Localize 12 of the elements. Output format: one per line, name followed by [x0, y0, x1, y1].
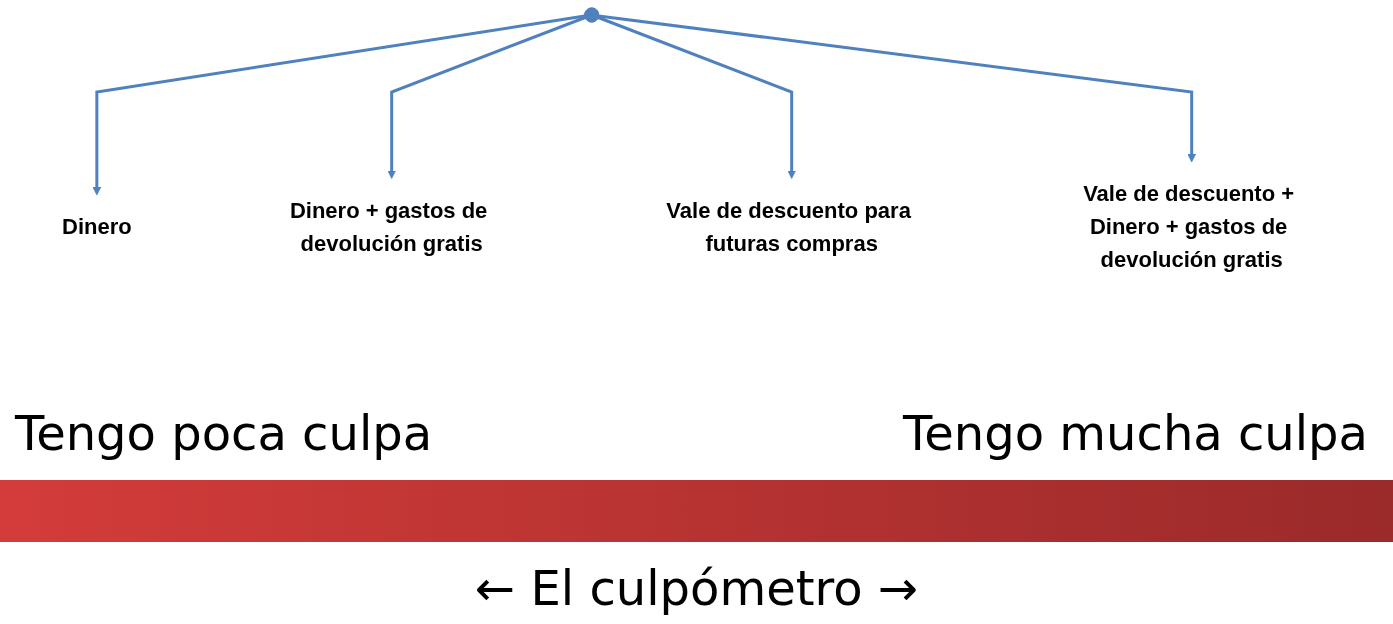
arrow — [386, 16, 586, 179]
node-text: Vale de descuento para futuras compras — [666, 197, 911, 256]
arrow — [92, 14, 585, 196]
node-text: Dinero — [61, 214, 132, 239]
arrow — [598, 14, 1196, 163]
scale-end-label: Tengo poca culpa — [15, 405, 433, 461]
node-text: Dinero + gastos de devolución gratis — [289, 197, 488, 256]
scale-caption: ← El culpómetro → — [475, 560, 918, 616]
gradient-bar — [0, 480, 1393, 542]
scale-end-label: Tengo mucha culpa — [903, 405, 1368, 461]
node-text: Vale de descuento + Dinero + gastos de devolución gratis — [1082, 181, 1294, 272]
arrow — [597, 16, 796, 179]
